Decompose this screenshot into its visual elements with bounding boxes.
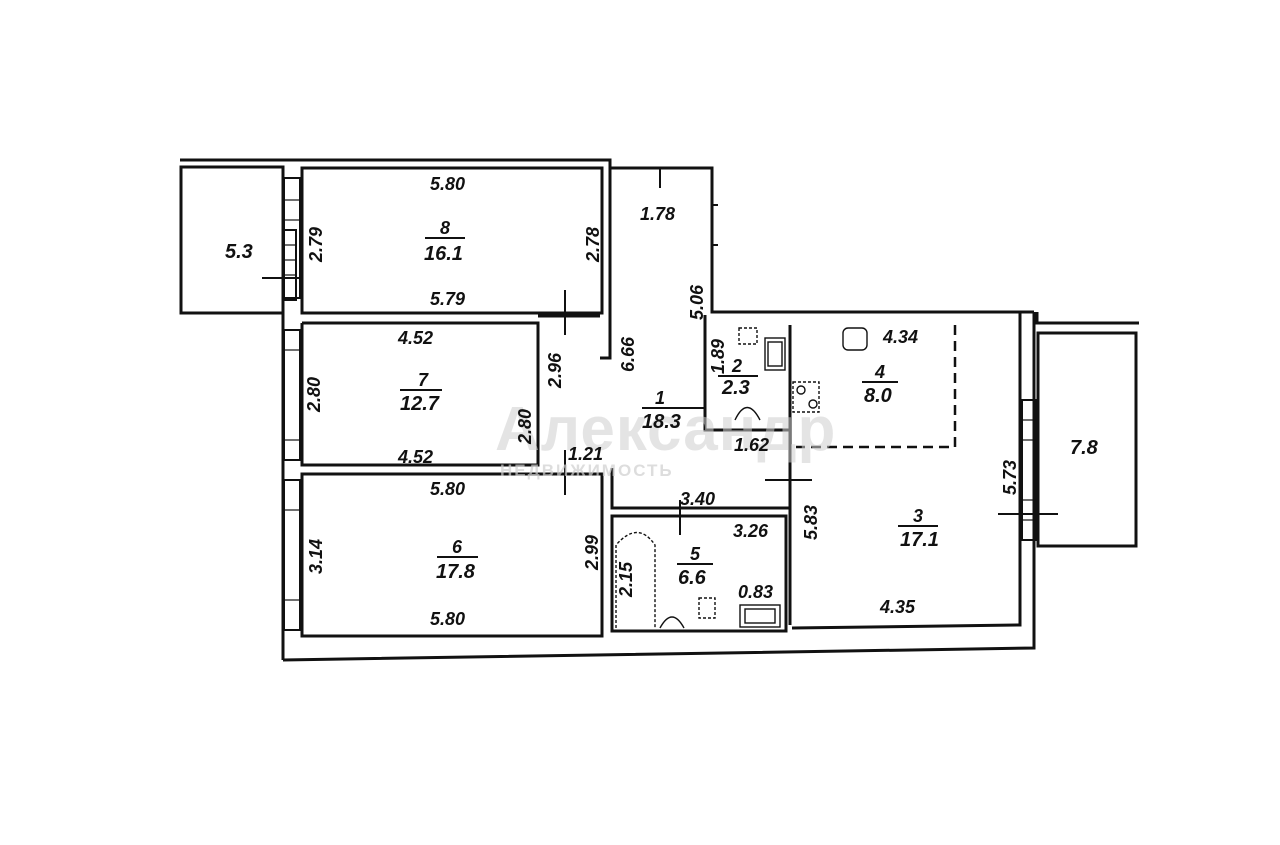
balcony-right-area: 7.8 xyxy=(1070,437,1099,459)
dim-bath-width: 3.26 xyxy=(733,521,769,541)
dim-bath-niche: 0.83 xyxy=(738,582,773,602)
room-6-number: 6 xyxy=(452,537,463,557)
dim-room3-left: 5.83 xyxy=(801,505,821,540)
room-1-area: 18.3 xyxy=(642,411,681,433)
dim-r6-top: 5.80 xyxy=(430,479,465,499)
dim-r7-left: 2.80 xyxy=(304,377,324,413)
room-7-area: 12.7 xyxy=(400,393,440,415)
room-5-area: 6.6 xyxy=(678,567,707,589)
room-6-area: 17.8 xyxy=(436,561,476,583)
dim-r6-left: 3.14 xyxy=(306,539,326,574)
room-5-number: 5 xyxy=(690,544,701,564)
dim-r7-top: 4.52 xyxy=(397,328,433,348)
room-4 xyxy=(788,325,957,625)
room-4-area: 8.0 xyxy=(864,385,892,407)
room-7 xyxy=(283,321,540,467)
dim-kitchen-width: 4.34 xyxy=(882,327,918,347)
room-labels: 8 16.1 7 12.7 6 17.8 1 18.3 2 2.3 4 8.0 … xyxy=(225,218,1099,589)
dim-r7-bottom: 4.52 xyxy=(397,447,433,467)
dim-r6-right: 2.99 xyxy=(582,535,602,571)
dim-r6-bottom: 5.80 xyxy=(430,609,465,629)
dim-r8-right: 2.78 xyxy=(583,227,603,263)
dimensions-horizontal: 5.80 5.79 4.52 4.52 5.80 5.80 1.78 1.21 … xyxy=(397,174,918,629)
room-8-area: 16.1 xyxy=(424,243,463,265)
dim-hall-left: 6.66 xyxy=(618,336,638,372)
balcony-right xyxy=(998,312,1139,548)
dim-r7-right: 2.80 xyxy=(515,409,535,445)
room-3-number: 3 xyxy=(913,506,923,526)
watermark-brand: Александр xyxy=(495,395,836,464)
dim-hall-upper-width: 1.78 xyxy=(640,204,675,224)
room-2-area: 2.3 xyxy=(721,377,750,399)
room-3-area: 17.1 xyxy=(900,529,939,551)
balcony-left xyxy=(179,165,300,315)
room-7-number: 7 xyxy=(418,370,429,390)
dim-r8-top: 5.80 xyxy=(430,174,465,194)
dim-hall-notch-width: 1.21 xyxy=(568,444,603,464)
dim-hall-lower-width: 3.40 xyxy=(680,489,715,509)
room-4-number: 4 xyxy=(874,362,885,382)
watermark: Александр НЕДВИЖИМОСТЬ xyxy=(495,395,836,480)
dim-wc-height: 1.89 xyxy=(708,339,728,374)
room-2-number: 2 xyxy=(731,356,742,376)
watermark-tagline: НЕДВИЖИМОСТЬ xyxy=(500,461,674,480)
dim-room3-right: 5.73 xyxy=(1000,460,1020,495)
room-2 xyxy=(703,315,790,432)
dim-r8-left: 2.79 xyxy=(306,227,326,263)
dim-wc-width: 1.62 xyxy=(734,435,769,455)
dim-room3-bottom: 4.35 xyxy=(879,597,916,617)
room-6 xyxy=(283,450,604,638)
room-1-number: 1 xyxy=(655,388,665,408)
dim-hall-notch-height: 2.96 xyxy=(545,352,565,389)
balcony-left-area: 5.3 xyxy=(225,241,253,263)
room-5 xyxy=(610,500,788,633)
dimensions-vertical: 2.79 2.78 2.80 2.80 2.96 6.66 5.06 1.89 … xyxy=(304,227,1020,598)
room-8 xyxy=(283,166,604,335)
dim-r8-bottom: 5.79 xyxy=(430,289,465,309)
dim-bath-height: 2.15 xyxy=(616,561,636,598)
dim-hall-upper-right: 5.06 xyxy=(687,284,707,320)
room-8-number: 8 xyxy=(440,218,450,238)
